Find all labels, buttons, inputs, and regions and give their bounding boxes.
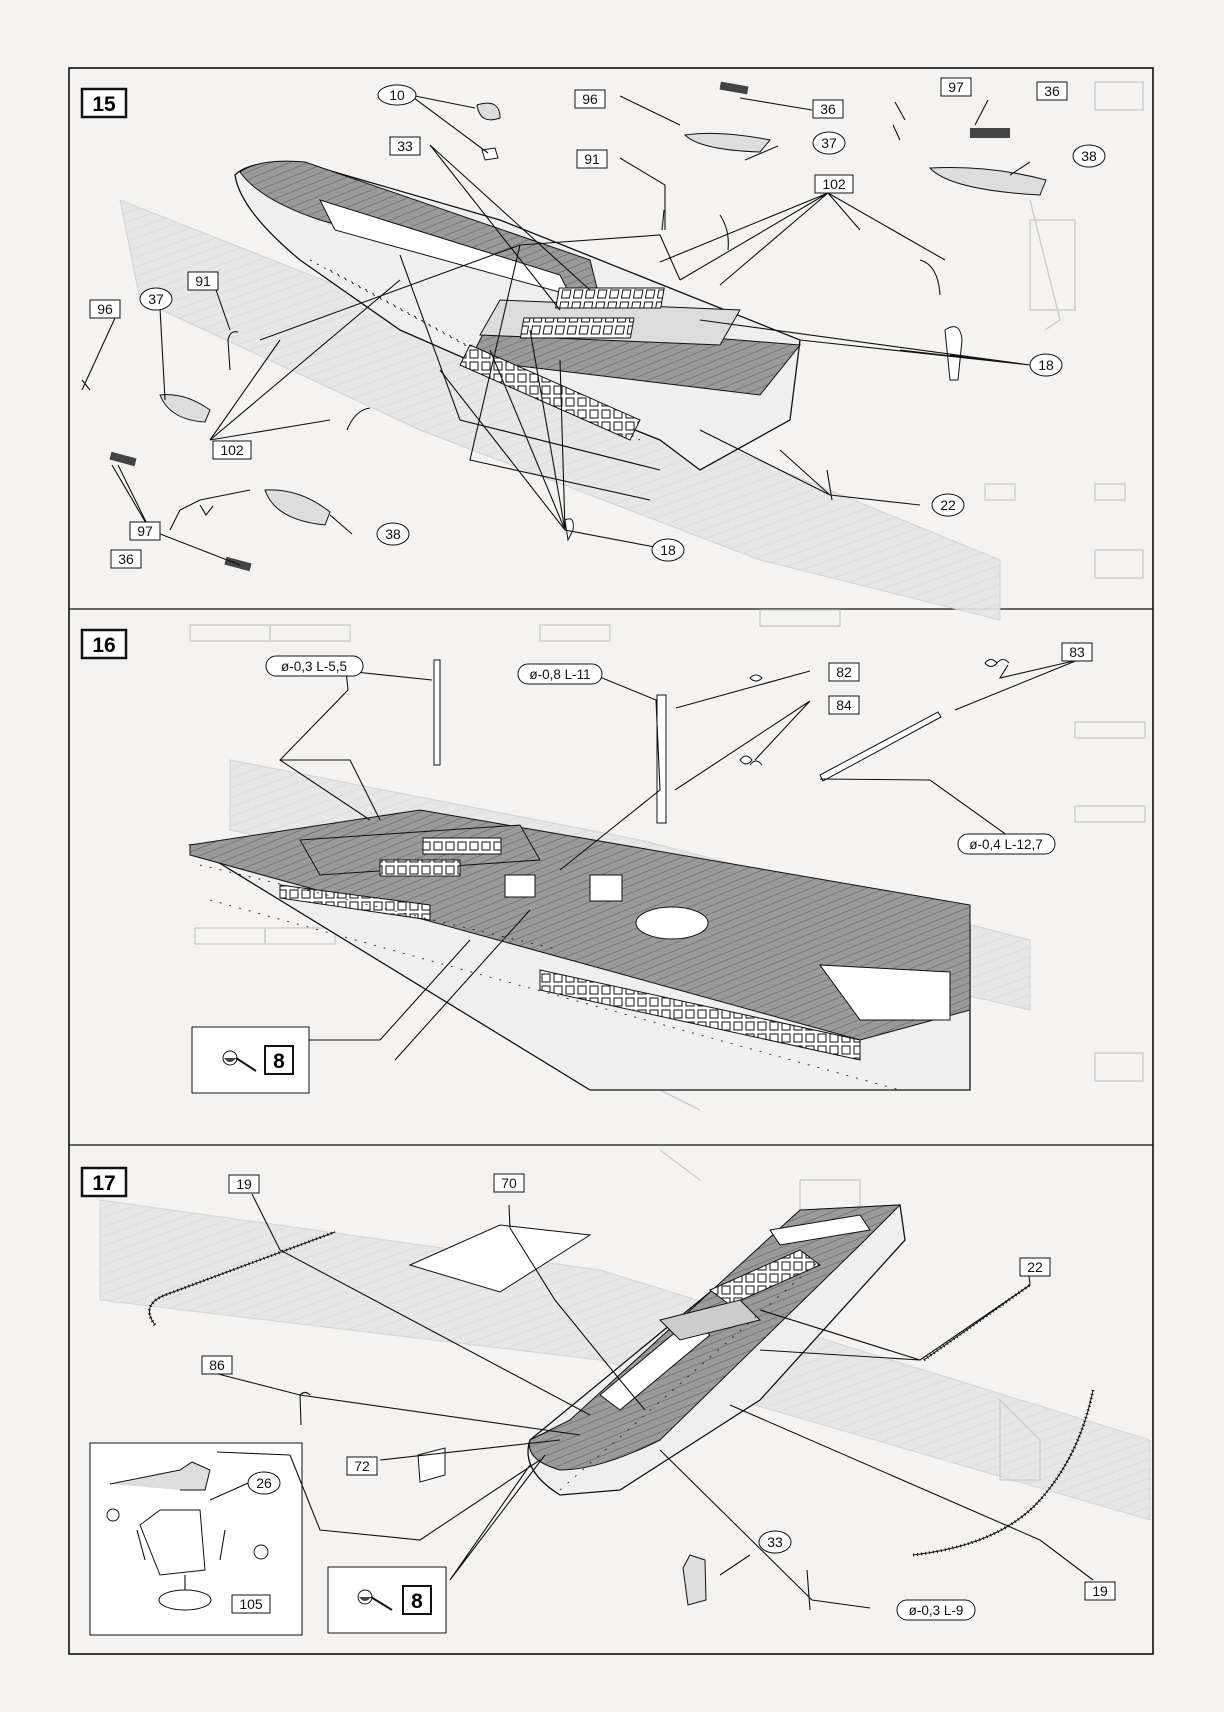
svg-text:70: 70 xyxy=(501,1175,517,1191)
part-label-72: 72 xyxy=(346,1456,378,1476)
part-label-91: 91 xyxy=(576,149,608,169)
mast-parts xyxy=(433,659,1010,824)
part-label-18: 18 xyxy=(1029,353,1063,377)
svg-text:18: 18 xyxy=(660,542,676,558)
svg-text:26: 26 xyxy=(256,1475,272,1491)
part-label-97: 97 xyxy=(940,77,972,97)
part-label-22: 22 xyxy=(1019,1257,1051,1277)
svg-text:84: 84 xyxy=(836,697,852,713)
part-label-19: 19 xyxy=(228,1174,260,1194)
part-label-97: 97 xyxy=(129,521,161,541)
leader-lines xyxy=(250,659,1079,1061)
svg-text:97: 97 xyxy=(137,523,153,539)
leader-lines xyxy=(81,94,1031,566)
part-label-37: 37 xyxy=(812,131,846,155)
part-label-dimension: ø-0,3 L-5,5 xyxy=(265,655,364,677)
svg-text:22: 22 xyxy=(1027,1259,1043,1275)
part-label-86: 86 xyxy=(201,1355,233,1375)
step-number: 17 xyxy=(92,1172,115,1195)
svg-text:82: 82 xyxy=(836,664,852,680)
svg-text:102: 102 xyxy=(822,176,846,192)
part-label-102: 102 xyxy=(212,440,252,460)
ship-bow-assembly xyxy=(234,160,801,471)
svg-text:ø-0,4 L-12,7: ø-0,4 L-12,7 xyxy=(969,837,1043,852)
step-15-panel: 15 xyxy=(80,77,1106,572)
part-label-102: 102 xyxy=(814,174,854,194)
svg-text:38: 38 xyxy=(1081,148,1097,164)
part-label-19: 19 xyxy=(1084,1581,1116,1601)
svg-text:72: 72 xyxy=(354,1458,370,1474)
reference-box: 8 xyxy=(191,1026,310,1094)
part-label-dimension: ø-0,3 L-9 xyxy=(896,1599,976,1621)
part-label-22: 22 xyxy=(931,493,965,517)
part-label-18: 18 xyxy=(651,538,685,562)
ship-midsection-assembly xyxy=(188,809,971,1091)
svg-text:36: 36 xyxy=(1044,83,1060,99)
part-label-36: 36 xyxy=(1036,81,1068,101)
svg-text:19: 19 xyxy=(1092,1583,1108,1599)
svg-text:96: 96 xyxy=(582,91,598,107)
part-label-96: 96 xyxy=(89,299,121,319)
part-label-dimension: ø-0,4 L-12,7 xyxy=(957,833,1056,855)
reference-step-number: 8 xyxy=(273,1050,285,1073)
svg-text:36: 36 xyxy=(118,551,134,567)
part-label-91: 91 xyxy=(187,271,219,291)
svg-text:96: 96 xyxy=(97,301,113,317)
svg-text:97: 97 xyxy=(948,79,964,95)
part-label-36: 36 xyxy=(812,99,844,119)
svg-text:37: 37 xyxy=(148,291,164,307)
step-number: 15 xyxy=(92,93,116,116)
drill-tool-icon xyxy=(222,1050,257,1072)
part-label-105: 105 xyxy=(231,1594,271,1614)
svg-text:37: 37 xyxy=(821,135,837,151)
svg-text:105: 105 xyxy=(239,1596,263,1612)
part-label-38: 38 xyxy=(1072,144,1106,168)
svg-text:ø-0,3 L-9: ø-0,3 L-9 xyxy=(909,1603,964,1618)
svg-text:91: 91 xyxy=(195,273,211,289)
part-label-83: 83 xyxy=(1061,642,1093,662)
svg-text:19: 19 xyxy=(236,1176,252,1192)
railing-and-small-parts xyxy=(147,1224,1095,1611)
svg-text:ø-0,3 L-5,5: ø-0,3 L-5,5 xyxy=(281,659,347,674)
part-label-33: 33 xyxy=(758,1530,792,1554)
svg-text:38: 38 xyxy=(385,526,401,542)
svg-text:ø-0,8 L-11: ø-0,8 L-11 xyxy=(529,667,590,682)
part-label-96: 96 xyxy=(574,89,606,109)
svg-text:83: 83 xyxy=(1069,644,1085,660)
ship-stern-assembly xyxy=(527,1204,906,1496)
part-label-38: 38 xyxy=(376,522,410,546)
part-label-84: 84 xyxy=(828,695,860,715)
reference-step-number: 8 xyxy=(411,1590,423,1613)
svg-text:10: 10 xyxy=(389,87,405,103)
leader-lines xyxy=(216,1193,1094,1609)
step-16-panel: 16 ø-0,3 L-5,5 ø-0,8 L-11 xyxy=(80,628,1093,1094)
part-label-26: 26 xyxy=(247,1471,281,1495)
svg-text:102: 102 xyxy=(220,442,244,458)
drill-tool-icon xyxy=(357,1589,393,1611)
step-17-panel: 17 xyxy=(80,1166,1116,1636)
step-number: 16 xyxy=(92,634,115,657)
part-label-dimension: ø-0,8 L-11 xyxy=(517,663,603,685)
part-label-36: 36 xyxy=(110,549,142,569)
svg-text:91: 91 xyxy=(584,151,600,167)
svg-text:33: 33 xyxy=(397,138,413,154)
svg-text:22: 22 xyxy=(940,497,956,513)
part-label-33: 33 xyxy=(389,136,421,156)
part-label-82: 82 xyxy=(828,662,860,682)
svg-text:36: 36 xyxy=(820,101,836,117)
part-label-10: 10 xyxy=(377,84,417,106)
svg-text:33: 33 xyxy=(767,1534,783,1550)
reference-box: 8 xyxy=(327,1566,447,1634)
lifeboat-parts xyxy=(81,81,1047,572)
svg-text:86: 86 xyxy=(209,1357,225,1373)
part-label-70: 70 xyxy=(493,1173,525,1193)
svg-text:18: 18 xyxy=(1038,357,1054,373)
part-label-37: 37 xyxy=(139,287,173,311)
